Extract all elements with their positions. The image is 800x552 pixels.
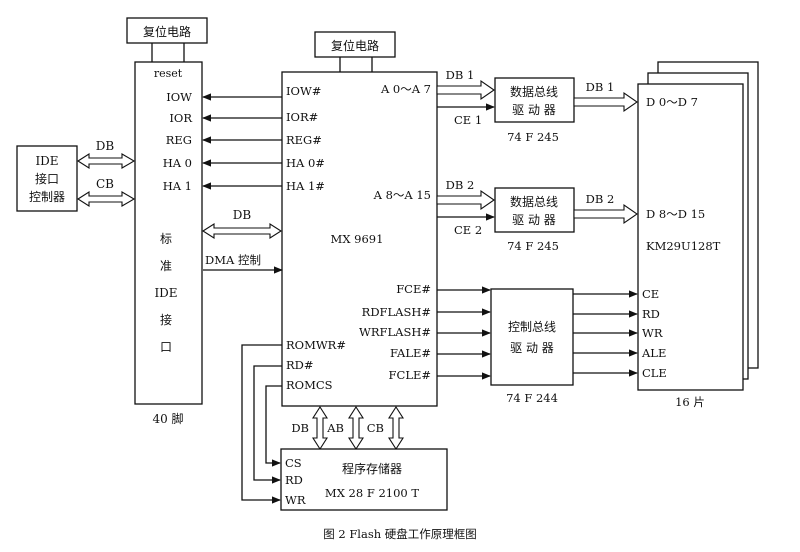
ce1-label: CE 1 xyxy=(454,113,482,127)
ide-signal-iow: IOW xyxy=(166,90,192,104)
program-memory-pin-wr: WR xyxy=(285,493,306,507)
db2-label-b: DB 2 xyxy=(586,192,615,206)
flash-pin-ce: CE xyxy=(642,287,659,301)
ide-vertical-1: 标 xyxy=(160,232,172,246)
db-label-bottom: DB xyxy=(291,421,309,435)
data-driver-2-line-2: 驱 动 器 xyxy=(512,213,556,227)
ide-vertical-5: 口 xyxy=(160,340,172,354)
control-driver-line-2: 驱 动 器 xyxy=(510,341,554,355)
ide-controller-line-2: 接口 xyxy=(35,171,59,186)
data-driver-1-line-2: 驱 动 器 xyxy=(512,103,556,117)
flash-name: KM29U128T xyxy=(646,239,721,253)
mx9691-pin-romcs: ROMCS xyxy=(286,378,333,392)
db2-arrow-to-flash xyxy=(573,203,638,225)
ide-controller-box: IDE 接口 控制器 xyxy=(16,145,78,212)
ce2-label: CE 2 xyxy=(454,223,482,237)
ide-signal-reg: REG xyxy=(166,133,192,147)
ide-vertical-4: 接 xyxy=(160,312,172,327)
reset-circuit-label-2: 复位电路 xyxy=(331,38,379,53)
cb-vertical-arrow xyxy=(387,405,405,451)
mx9691-addr-a0-a7: A 0～A 7 xyxy=(380,82,431,96)
mx9691-pin-romwr: ROMWR# xyxy=(286,338,346,352)
figure-caption: 图 2 Flash 硬盘工作原理框图 xyxy=(323,527,477,541)
ide-interface-box: reset IOW IOR REG HA 0 HA 1 标 准 IDE 接 口 xyxy=(134,61,203,405)
ide-vertical-2: 准 xyxy=(160,259,172,273)
mx9691-pin-iow: IOW# xyxy=(286,84,321,98)
data-driver-1-line-1: 数据总线 xyxy=(510,84,558,99)
flash-chip-stack: D 0～D 7 D 8～D 15 KM29U128T CE RD WR ALE … xyxy=(637,61,759,391)
reset-circuit-box-1: 复位电路 xyxy=(126,17,208,44)
mx9691-pin-reg: REG# xyxy=(286,133,322,147)
ide-vertical-3: IDE xyxy=(154,286,177,300)
mx9691-pin-fale: FALE# xyxy=(390,346,431,360)
cb-label-left: CB xyxy=(96,177,114,191)
flash-pin-ale: ALE xyxy=(641,346,666,360)
mx9691-pin-fcle: FCLE# xyxy=(389,368,431,382)
db1-label-b: DB 1 xyxy=(586,80,615,94)
ide-signal-ha0: HA 0 xyxy=(163,156,192,170)
chip-74f245-a: 74 F 245 xyxy=(507,130,559,144)
reset-circuit-box-2: 复位电路 xyxy=(314,31,396,58)
db1-label-a: DB 1 xyxy=(446,68,475,82)
data-driver-box-1: 数据总线 驱 动 器 xyxy=(494,77,575,123)
cb-label-bottom: CB xyxy=(367,421,384,435)
romwr-route xyxy=(241,344,282,504)
flash-d0-d7: D 0～D 7 xyxy=(646,95,698,109)
mx9691-pin-wrflash: WRFLASH# xyxy=(359,325,431,339)
dma-control-label: DMA 控制 xyxy=(205,253,261,267)
cb-double-arrow-left xyxy=(76,190,136,208)
db-double-arrow-middle xyxy=(201,222,283,240)
db-label-left: DB xyxy=(96,139,115,153)
mx9691-pin-rdflash: RDFLASH# xyxy=(362,305,431,319)
db1-arrow-to-driver xyxy=(436,79,495,101)
program-memory-title: 程序存储器 xyxy=(342,461,402,476)
program-memory-box: CS RD WR 程序存储器 MX 28 F 2100 T xyxy=(280,448,448,511)
ide-pins-label: 40 脚 xyxy=(152,411,183,426)
db-vertical-arrow xyxy=(311,405,329,451)
db2-arrow-to-driver xyxy=(436,189,495,211)
program-memory-pin-rd: RD xyxy=(285,473,303,487)
mx9691-pin-ha0: HA 0# xyxy=(286,156,325,170)
mx9691-pin-ha1: HA 1# xyxy=(286,179,325,193)
ide-signal-reset: reset xyxy=(154,67,183,80)
program-memory-pin-cs: CS xyxy=(285,456,302,470)
flash-pin-wr: WR xyxy=(642,326,663,340)
chip-74f244: 74 F 244 xyxy=(506,391,558,405)
data-driver-2-line-1: 数据总线 xyxy=(510,194,558,209)
db-label-middle: DB xyxy=(233,208,252,222)
chip-74f245-b: 74 F 245 xyxy=(507,239,559,253)
flash-pin-cle: CLE xyxy=(642,366,667,380)
mx9691-pin-ior: IOR# xyxy=(286,110,318,124)
program-memory-part: MX 28 F 2100 T xyxy=(325,486,419,500)
ide-controller-line-3: 控制器 xyxy=(29,190,65,204)
rd-route xyxy=(253,365,282,484)
db-double-arrow-left xyxy=(76,152,136,170)
flash-count-label: 16 片 xyxy=(675,395,705,409)
mx9691-addr-a8-a15: A 8～A 15 xyxy=(373,188,431,202)
mx9691-pin-rd: RD# xyxy=(286,358,314,372)
ide-signal-ior: IOR xyxy=(169,111,192,125)
mx9691-name: MX 9691 xyxy=(331,232,384,246)
mx9691-pin-fce: FCE# xyxy=(396,282,431,296)
reset-circuit-label-1: 复位电路 xyxy=(143,24,191,39)
ide-controller-line-1: IDE xyxy=(35,154,58,168)
control-driver-line-1: 控制总线 xyxy=(508,320,556,334)
ab-vertical-arrow xyxy=(347,405,365,451)
control-driver-box: 控制总线 驱 动 器 xyxy=(490,288,574,386)
ide-signal-ha1: HA 1 xyxy=(163,179,192,193)
romcs-route xyxy=(265,385,282,467)
flash-pin-rd: RD xyxy=(642,307,660,321)
flash-d8-d15: D 8～D 15 xyxy=(646,207,705,221)
data-driver-box-2: 数据总线 驱 动 器 xyxy=(494,187,575,233)
db1-arrow-to-flash xyxy=(573,91,638,113)
mx9691-box: IOW# IOR# REG# HA 0# HA 1# A 0～A 7 A 8～A… xyxy=(281,71,438,407)
db2-label-a: DB 2 xyxy=(446,178,475,192)
ab-label-bottom: AB xyxy=(326,421,344,435)
